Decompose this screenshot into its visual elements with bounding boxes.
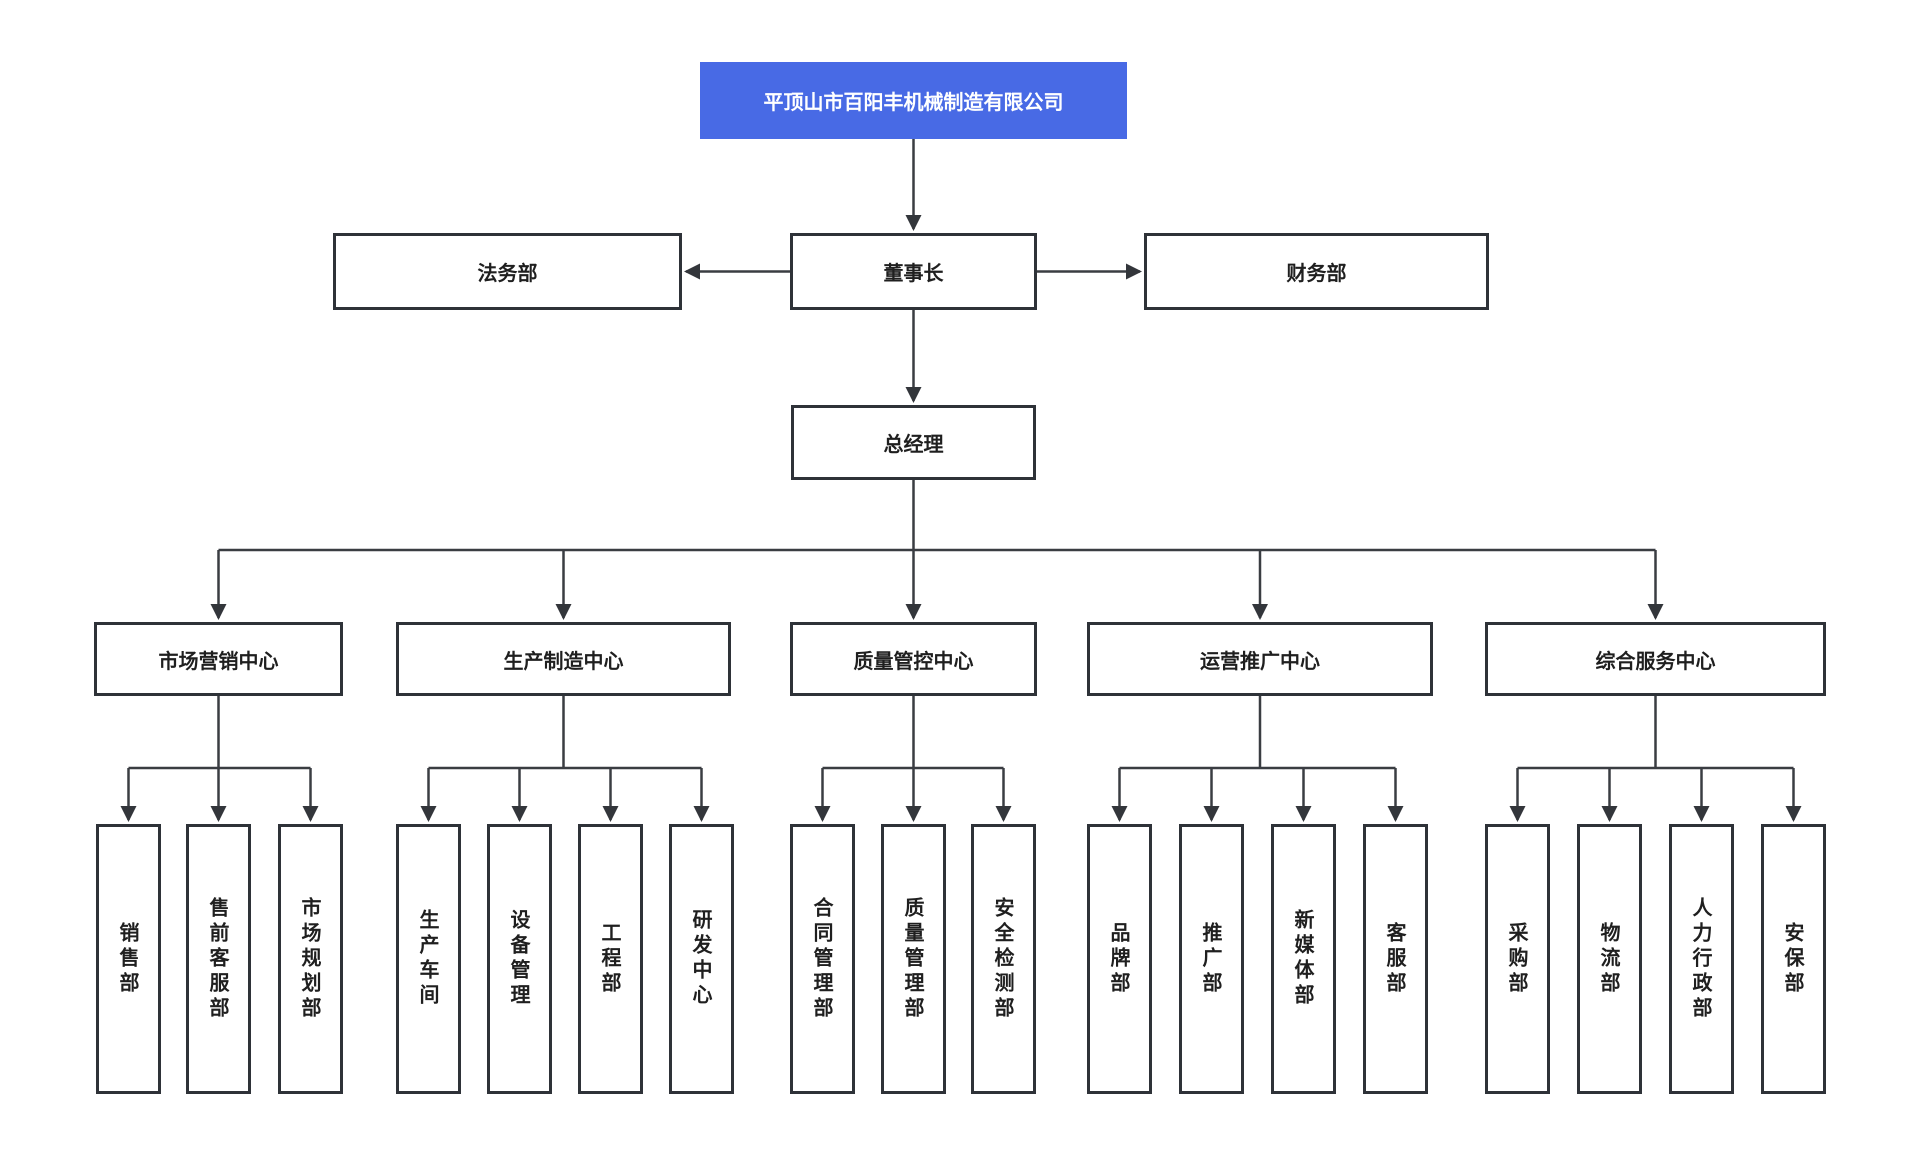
dept-node-engineering: 工程部 bbox=[578, 824, 643, 1094]
dept-node-procurement: 采购部 bbox=[1485, 824, 1550, 1094]
center-node-services: 综合服务中心 bbox=[1485, 622, 1826, 696]
center-node-operations: 运营推广中心 bbox=[1087, 622, 1433, 696]
center-node-quality: 质量管控中心 bbox=[790, 622, 1037, 696]
dept-node-safety-inspection: 安全检测部 bbox=[971, 824, 1036, 1094]
center-node-production: 生产制造中心 bbox=[396, 622, 731, 696]
dept-node-market-planning: 市场规划部 bbox=[278, 824, 343, 1094]
dept-node-sales: 销售部 bbox=[96, 824, 161, 1094]
dept-node-customer-service: 客服部 bbox=[1363, 824, 1428, 1094]
legal-dept-node: 法务部 bbox=[333, 233, 682, 310]
finance-dept-node: 财务部 bbox=[1144, 233, 1489, 310]
dept-node-security: 安保部 bbox=[1761, 824, 1826, 1094]
dept-node-new-media: 新媒体部 bbox=[1271, 824, 1336, 1094]
center-node-marketing: 市场营销中心 bbox=[94, 622, 343, 696]
general-manager-node: 总经理 bbox=[791, 405, 1036, 480]
dept-node-presales-service: 售前客服部 bbox=[186, 824, 251, 1094]
dept-node-promotion: 推广部 bbox=[1179, 824, 1244, 1094]
company-root-node: 平顶山市百阳丰机械制造有限公司 bbox=[700, 62, 1127, 139]
dept-node-rd-center: 研发中心 bbox=[669, 824, 734, 1094]
dept-node-production-workshop: 生产车间 bbox=[396, 824, 461, 1094]
dept-node-logistics: 物流部 bbox=[1577, 824, 1642, 1094]
chairman-node: 董事长 bbox=[790, 233, 1037, 310]
dept-node-contract-management: 合同管理部 bbox=[790, 824, 855, 1094]
dept-node-equipment-management: 设备管理 bbox=[487, 824, 552, 1094]
dept-node-quality-management: 质量管理部 bbox=[881, 824, 946, 1094]
dept-node-brand: 品牌部 bbox=[1087, 824, 1152, 1094]
dept-node-hr-admin: 人力行政部 bbox=[1669, 824, 1734, 1094]
